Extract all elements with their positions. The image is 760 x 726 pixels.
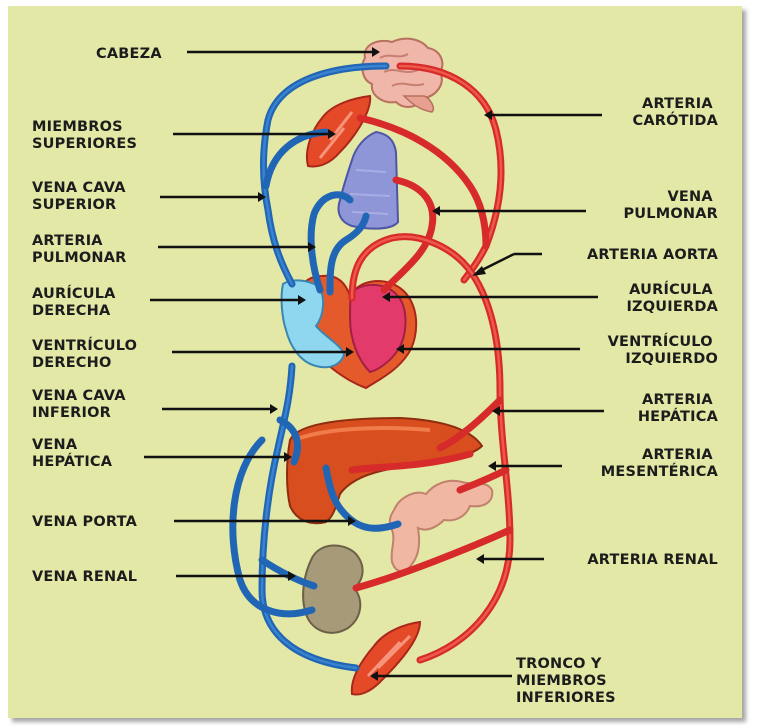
label-vena-cava-inferior: VENA CAVA INFERIOR — [32, 388, 131, 421]
label-arteria-renal: ARTERIA RENAL — [587, 552, 718, 568]
label-auricula-izquierda: AURÍCULA IZQUIERDA — [626, 281, 718, 315]
label-vena-renal: VENA RENAL — [32, 569, 137, 585]
label-arteria-aorta: ARTERIA AORTA — [587, 247, 719, 263]
label-vena-hepatica: VENA HEPÁTICA — [32, 437, 113, 470]
label-arteria-carotida: ARTERIA CARÓTIDA — [633, 96, 719, 129]
label-vena-cava-superior: VENA CAVA SUPERIOR — [32, 180, 131, 213]
label-ventriculo-derecho: VENTRÍCULO DERECHO — [32, 337, 142, 371]
lower-limb-muscle — [352, 622, 420, 695]
label-vena-pulmonar: VENA PULMONAR — [623, 189, 718, 222]
label-ventriculo-izquierdo: VENTRÍCULO IZQUIERDO — [608, 333, 718, 367]
label-cabeza: CABEZA — [96, 46, 162, 62]
label-arteria-pulmonar: ARTERIA PULMONAR — [32, 233, 127, 266]
label-arteria-hepatica: ARTERIA HEPÁTICA — [638, 392, 719, 425]
label-tronco-miembros-inferiores: TRONCO Y MIEMBROS INFERIORES — [516, 656, 616, 706]
label-auricula-derecha: AURÍCULA DERECHA — [32, 285, 121, 319]
label-miembros-superiores: MIEMBROS SUPERIORES — [32, 119, 137, 152]
label-arteria-mesenterica: ARTERIA MESENTÉRICA — [601, 447, 719, 480]
label-vena-porta: VENA PORTA — [32, 514, 138, 530]
